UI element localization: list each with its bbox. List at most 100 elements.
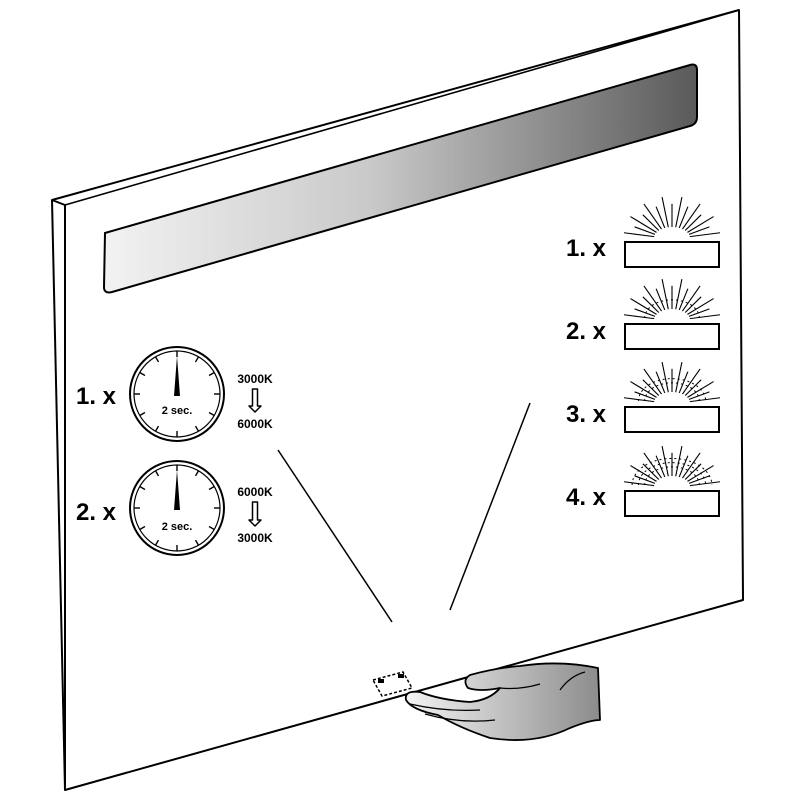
light-ray	[687, 298, 714, 315]
light-ray	[630, 298, 657, 315]
dial-tick	[208, 525, 215, 531]
dial-tick	[139, 525, 146, 531]
brightness-step-3: 3. x	[566, 361, 721, 433]
intensity-arc	[644, 382, 700, 402]
sensor-icon	[371, 671, 414, 697]
light-ray	[689, 232, 721, 238]
light-ray	[688, 391, 710, 400]
brightness-step-2-label: 2. x	[566, 318, 607, 345]
stopwatch-hand	[174, 470, 180, 510]
stopwatch-icon	[129, 346, 225, 442]
dial-tick	[194, 539, 200, 546]
timer-step-1-label: 1. x	[76, 383, 117, 410]
light-ray	[661, 445, 669, 477]
light-ray	[684, 214, 702, 231]
light-ray	[687, 216, 714, 233]
dial-tick	[154, 470, 160, 477]
dial-tick	[208, 371, 215, 377]
light-ray	[634, 475, 656, 484]
timer-step-1-to: 6000K	[237, 417, 273, 431]
light-ray	[689, 397, 721, 403]
light-ray	[688, 226, 710, 235]
light-ray	[684, 463, 702, 480]
light-burst-icon	[623, 278, 721, 320]
light-ray	[678, 455, 689, 478]
light-ray	[643, 452, 663, 479]
dial-tick	[208, 485, 215, 491]
brightness-step-4-label: 4. x	[566, 484, 607, 511]
light-panel-icon	[624, 241, 720, 268]
light-panel-icon	[624, 323, 720, 350]
timer-step-1: 1. x 2 sec. 3000K 6000K	[76, 346, 273, 442]
dial-tick	[139, 485, 146, 491]
light-ray	[643, 285, 663, 312]
light-ray	[661, 278, 669, 310]
dial-tick	[194, 470, 200, 477]
down-arrow-icon	[248, 501, 262, 527]
light-ray	[623, 314, 655, 320]
dial-tick	[154, 425, 160, 432]
light-ray	[642, 214, 660, 231]
light-ray	[655, 455, 666, 478]
dial-tick	[139, 371, 146, 377]
light-panel-icon	[624, 490, 720, 517]
light-burst-icon	[623, 361, 721, 403]
light-ray	[681, 285, 701, 312]
light-ray	[689, 481, 721, 487]
dial-tick	[194, 356, 200, 363]
light-burst-icon	[623, 196, 721, 238]
light-ray	[630, 381, 657, 398]
timer-step-2-label: 2. x	[76, 499, 117, 526]
dial-tick	[139, 411, 146, 417]
light-ray	[689, 314, 721, 320]
light-ray	[643, 203, 663, 230]
light-ray	[675, 361, 683, 393]
stopwatch-icon	[129, 460, 225, 556]
light-ray	[630, 216, 657, 233]
light-ray	[623, 232, 655, 238]
brightness-step-1-label: 1. x	[566, 235, 607, 262]
light-ray	[642, 379, 660, 396]
sensor-range-lines	[277, 402, 531, 623]
light-ray	[623, 397, 655, 403]
timer-step-2: 2. x 2 sec. 6000K 3000K	[76, 460, 273, 556]
light-ray	[655, 288, 666, 311]
down-arrow-icon	[248, 388, 262, 413]
dial-tick	[154, 356, 160, 363]
light-ray	[684, 296, 702, 313]
light-ray	[630, 465, 657, 482]
intensity-arc	[644, 466, 700, 486]
light-ray	[643, 368, 663, 395]
light-ray	[634, 226, 656, 235]
timer-step-2-to: 3000K	[237, 531, 273, 545]
light-ray	[661, 196, 669, 228]
light-ray	[684, 379, 702, 396]
light-panel-icon	[624, 406, 720, 433]
timer-step-1-from: 3000K	[237, 372, 273, 386]
light-ray	[678, 288, 689, 311]
timer-step-2-duration: 2 sec.	[162, 521, 193, 533]
light-ray	[681, 203, 701, 230]
timer-step-1-duration: 2 sec.	[162, 405, 193, 417]
brightness-step-3-label: 3. x	[566, 401, 607, 428]
dial-tick	[154, 539, 160, 546]
stopwatch-hand	[174, 356, 180, 396]
led-light-strip	[102, 63, 698, 294]
timer-step-2-from: 6000K	[237, 485, 273, 499]
light-ray	[655, 371, 666, 394]
light-ray	[623, 481, 655, 487]
dial-tick	[208, 411, 215, 417]
light-ray	[681, 452, 701, 479]
light-burst-icon	[623, 445, 721, 487]
light-ray	[642, 463, 660, 480]
light-ray	[675, 445, 683, 477]
light-ray	[634, 308, 656, 317]
light-ray	[688, 475, 710, 484]
intensity-arc	[644, 299, 700, 319]
light-ray	[642, 296, 660, 313]
light-ray	[688, 308, 710, 317]
hand-icon	[404, 662, 601, 741]
light-ray	[634, 391, 656, 400]
light-ray	[675, 196, 683, 228]
brightness-step-1: 1. x	[566, 196, 721, 268]
